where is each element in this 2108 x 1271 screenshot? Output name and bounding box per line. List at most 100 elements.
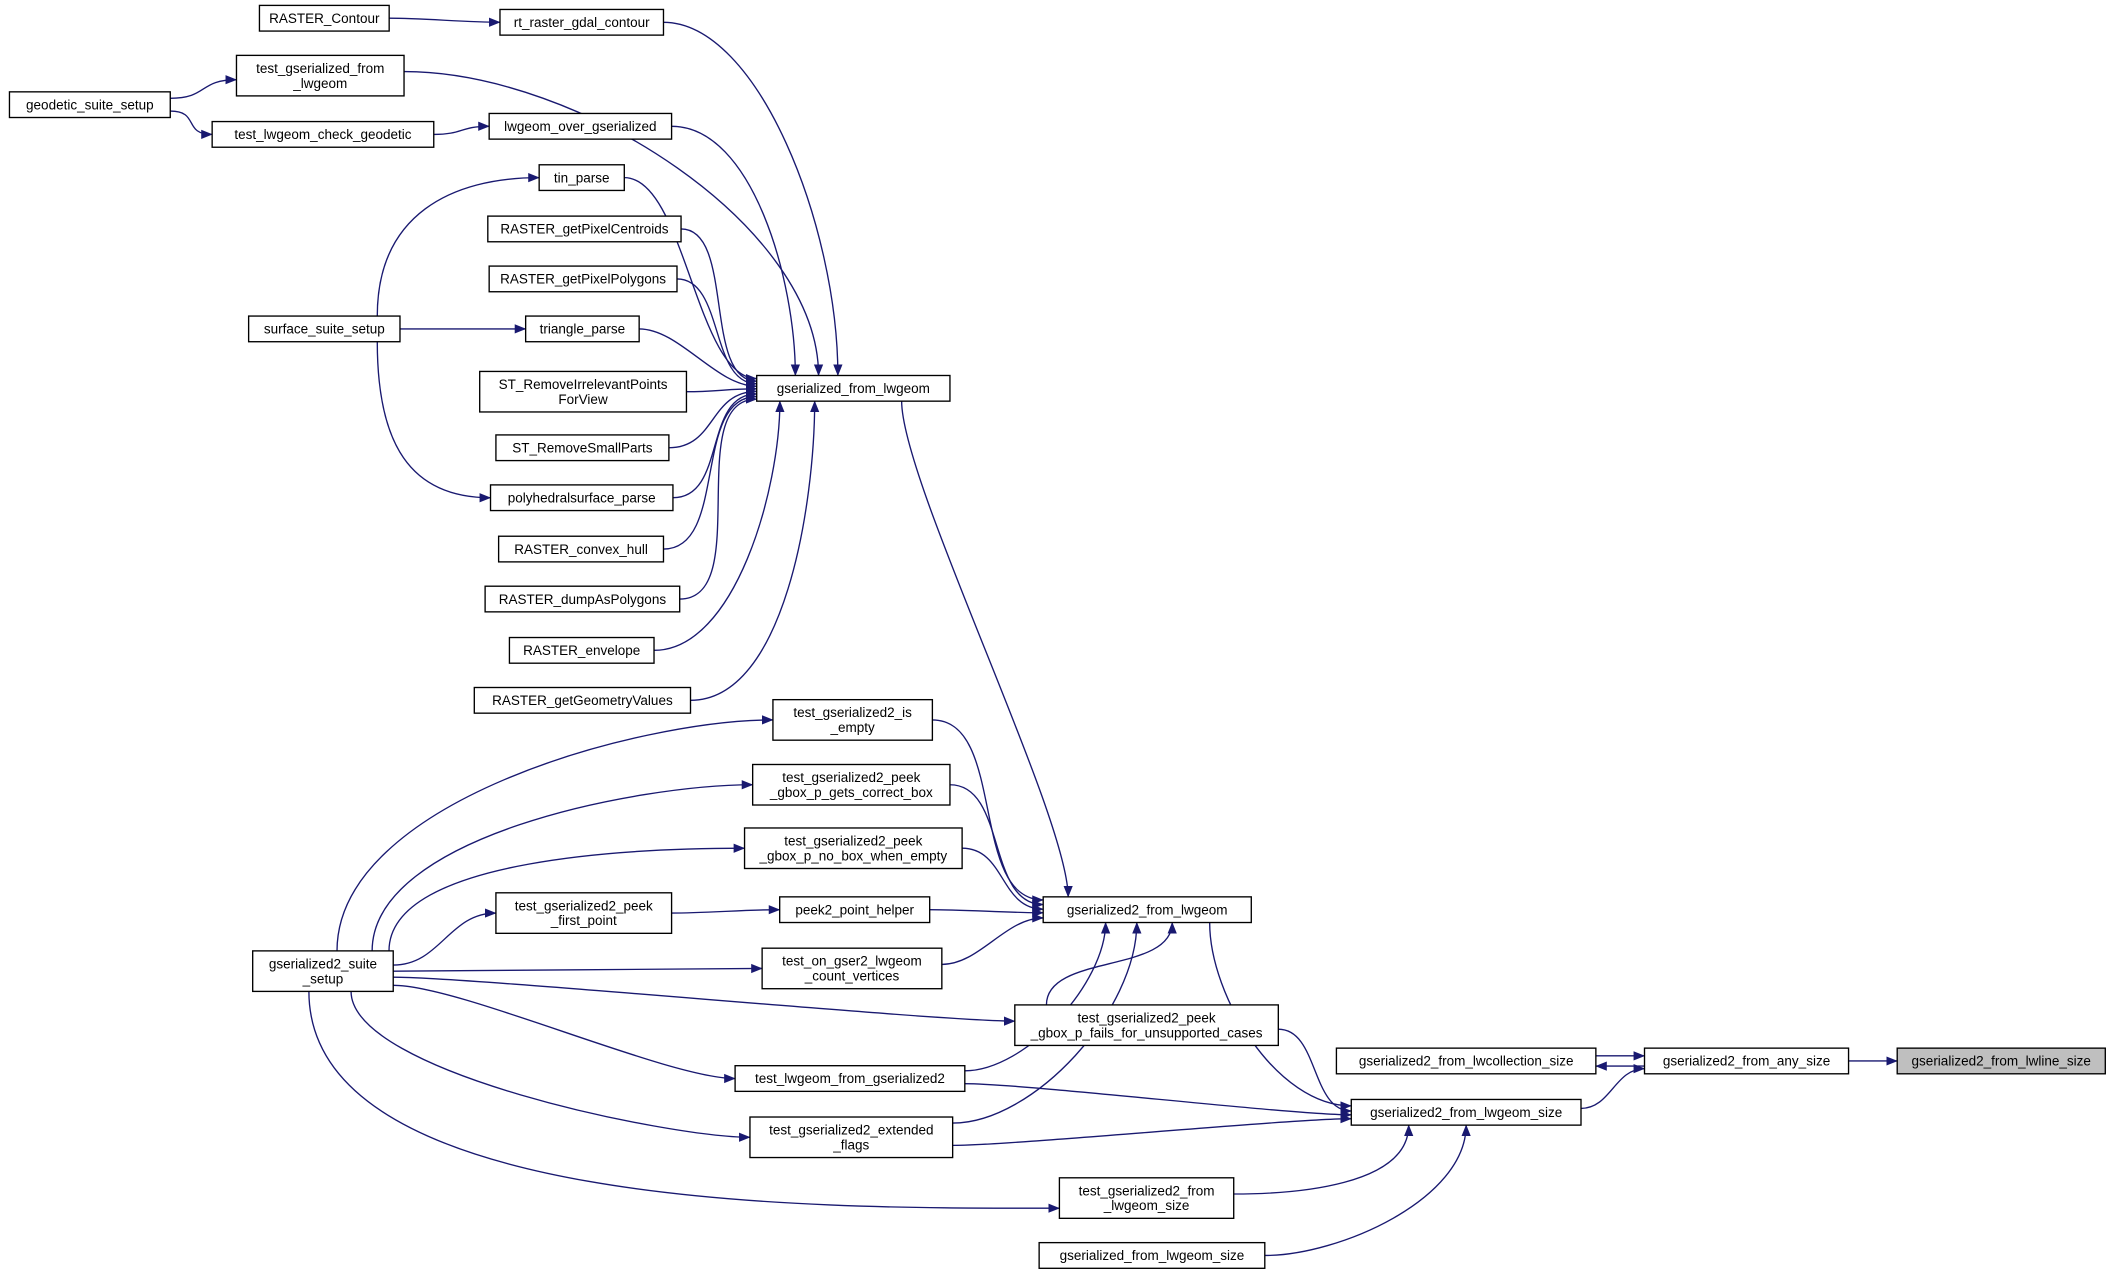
node-gserialized2_from_lwgeom_size[interactable]: gserialized2_from_lwgeom_size: [1350, 1098, 1582, 1126]
edge-surface_suite_setup-to-polyhedralsurface_parse: [376, 341, 492, 503]
edge-gserialized2_suite_setup-to-test_gserialized2_is_empty: [336, 715, 774, 951]
node-polyhedralsurface_parse[interactable]: polyhedralsurface_parse: [489, 484, 674, 512]
node-box: [1335, 1047, 1597, 1075]
node-label: triangle_parse: [540, 322, 626, 337]
node-test_gserialized2_peek_gbox_p_fails[interactable]: test_gserialized2_peek_gbox_p_fails_for_…: [1014, 1004, 1279, 1047]
node-surface_suite_setup[interactable]: surface_suite_setup: [247, 315, 401, 343]
node-box: [8, 91, 171, 119]
node-box: [211, 120, 435, 148]
node-gserialized2_from_lwgeom[interactable]: gserialized2_from_lwgeom: [1042, 896, 1252, 924]
edge-raster_envelope-to-gserialized_from_lwgeom: [654, 400, 785, 652]
edge-raster_getpixelcentroids-to-gserialized_from_lwgeom: [681, 228, 758, 386]
node-test_gserialized2_peek_gbox_p_no_box_when_empty[interactable]: test_gserialized2_peek_gbox_p_no_box_whe…: [743, 827, 963, 870]
node-box: [524, 315, 640, 343]
node-box: [495, 434, 670, 462]
edge-gserialized_from_lwgeom-to-gserialized2_from_lwgeom: [900, 401, 1073, 898]
edge-raster_getgeometryvalues-to-gserialized_from_lwgeom: [690, 400, 820, 702]
edge-gserialized2_suite_setup-to-test_gserialized2_peek_first_point: [393, 908, 497, 966]
node-gserialized_from_lwgeom_size[interactable]: gserialized_from_lwgeom_size: [1038, 1241, 1266, 1269]
node-layer: RASTER_Contour rt_raster_gdal_contourtest…: [8, 4, 2106, 1269]
edge-st_removeirrelevantpoints-to-gserialized_from_lwgeom: [686, 384, 758, 394]
node-box: [743, 827, 963, 870]
node-test_gserialized2_is_empty[interactable]: test_gserialized2_is_empty: [772, 698, 934, 741]
edge-polyhedralsurface_parse-to-gserialized_from_lwgeom: [672, 389, 758, 499]
node-label: test_gserialized2_from_lwgeom_size: [1079, 1183, 1215, 1213]
node-raster_getpixelpolygons[interactable]: RASTER_getPixelPolygons: [488, 265, 678, 293]
node-box: [734, 1065, 966, 1093]
node-label: test_gserialized2_peek_gbox_p_no_box_whe…: [758, 834, 947, 864]
edge-test_gserialized2_peek_gbox_p_fails-to-gserialized2_from_lwgeom: [1045, 921, 1177, 1005]
node-label: peek2_point_helper: [795, 902, 914, 917]
node-triangle_parse[interactable]: triangle_parse: [524, 315, 640, 343]
node-test_gserialized2_peek_gbox_p_gets_correct_box[interactable]: test_gserialized2_peek_gbox_p_gets_corre…: [751, 763, 951, 806]
node-gserialized2_from_lwcollection_size[interactable]: gserialized2_from_lwcollection_size: [1335, 1047, 1597, 1075]
node-test_gserialized_from_lwgeom[interactable]: test_gserialized_from_lwgeom: [235, 54, 405, 97]
node-raster_contour[interactable]: RASTER_Contour: [258, 4, 390, 32]
node-label: tin_parse: [554, 170, 610, 185]
node-gserialized2_suite_setup[interactable]: gserialized2_suite_setup: [252, 950, 394, 993]
node-box: [499, 8, 665, 36]
node-box: [1014, 1004, 1279, 1047]
node-raster_convex_hull[interactable]: RASTER_convex_hull: [497, 535, 665, 563]
node-gserialized_from_lwgeom[interactable]: gserialized_from_lwgeom: [756, 374, 951, 402]
node-box: [761, 947, 943, 990]
node-gserialized2_from_lwline_size[interactable]: gserialized2_from_lwline_size: [1896, 1047, 2106, 1075]
node-label: surface_suite_setup: [264, 322, 385, 337]
node-tin_parse[interactable]: tin_parse: [538, 164, 625, 192]
node-box: [1896, 1047, 2106, 1075]
node-geodetic_suite_setup[interactable]: geodetic_suite_setup: [8, 91, 171, 119]
node-test_gserialized2_peek_first_point[interactable]: test_gserialized2_peek_first_point: [495, 892, 673, 935]
edge-peek2_point_helper-to-gserialized2_from_lwgeom: [929, 908, 1044, 918]
node-raster_getpixelcentroids[interactable]: RASTER_getPixelCentroids: [487, 215, 682, 243]
edge-test_gserialized2_extended_flags-to-gserialized2_from_lwgeom_size: [952, 1114, 1352, 1147]
node-label: gserialized_from_lwgeom_size: [1060, 1248, 1245, 1263]
node-box: [252, 950, 394, 993]
edge-gserialized2_suite_setup-to-test_gserialized2_peek_gbox_p_fails: [393, 976, 1016, 1026]
node-box: [487, 215, 682, 243]
edge-gserialized2_suite_setup-to-test_gserialized2_peek_gbox_p_gets_correct_box: [371, 780, 754, 951]
node-rt_raster_gdal_contour[interactable]: rt_raster_gdal_contour: [499, 8, 665, 36]
edge-geodetic_suite_setup-to-test_gserialized_from_lwgeom: [170, 75, 238, 99]
edge-raster_contour-to-rt_raster_gdal_contour: [389, 17, 501, 27]
edge-geodetic_suite_setup-to-test_lwgeom_check_geodetic: [170, 110, 213, 140]
node-box: [779, 896, 931, 924]
node-test_gserialized2_from_lwgeom_size[interactable]: test_gserialized2_from_lwgeom_size: [1058, 1177, 1235, 1219]
node-box: [751, 763, 951, 806]
node-raster_envelope[interactable]: RASTER_envelope: [508, 636, 655, 664]
edge-test_gserialized2_from_lwgeom_size-to-gserialized2_from_lwgeom_size: [1233, 1124, 1414, 1195]
node-test_on_gser2_lwgeom_count_vertices[interactable]: test_on_gser2_lwgeom_count_vertices: [761, 947, 943, 990]
node-label: test_gserialized2_extended_flags: [769, 1123, 933, 1153]
edge-gserialized2_suite_setup-to-test_gserialized2_extended_flags: [350, 991, 751, 1142]
node-test_lwgeom_from_gserialized2[interactable]: test_lwgeom_from_gserialized2: [734, 1065, 966, 1093]
node-label: test_gserialized2_peek_first_point: [515, 898, 653, 928]
edge-test_gserialized2_peek_gbox_p_fails-to-gserialized2_from_lwgeom_size: [1278, 1028, 1352, 1116]
node-label: gserialized2_from_lwgeom: [1067, 902, 1228, 917]
node-gserialized2_from_any_size[interactable]: gserialized2_from_any_size: [1643, 1047, 1850, 1075]
node-lwgeom_over_gserialized[interactable]: lwgeom_over_gserialized: [488, 112, 673, 140]
edge-gserialized2_suite_setup-to-test_lwgeom_from_gserialized2: [393, 984, 736, 1084]
node-label: gserialized2_from_lwline_size: [1912, 1054, 2091, 1069]
node-raster_getgeometryvalues[interactable]: RASTER_getGeometryValues: [473, 686, 692, 714]
edge-surface_suite_setup-to-tin_parse: [376, 173, 540, 317]
edge-raster_dumpaspolygons-to-gserialized_from_lwgeom: [679, 394, 758, 600]
node-peek2_point_helper[interactable]: peek2_point_helper: [779, 896, 931, 924]
node-box: [258, 4, 390, 32]
edge-gserialized_from_lwgeom_size-to-gserialized2_from_lwgeom_size: [1264, 1124, 1471, 1257]
node-label: test_on_gser2_lwgeom_count_vertices: [782, 954, 922, 984]
node-label: RASTER_convex_hull: [514, 542, 648, 557]
node-box: [1350, 1098, 1582, 1126]
node-label: lwgeom_over_gserialized: [504, 119, 656, 134]
node-box: [495, 892, 673, 935]
node-raster_dumpaspolygons[interactable]: RASTER_dumpAsPolygons: [484, 585, 681, 613]
node-test_gserialized2_extended_flags[interactable]: test_gserialized2_extended_flags: [749, 1116, 954, 1159]
node-test_lwgeom_check_geodetic[interactable]: test_lwgeom_check_geodetic: [211, 120, 435, 148]
node-label: test_lwgeom_check_geodetic: [234, 127, 411, 142]
edge-test_gserialized2_peek_gbox_p_no_box_when_empty-to-gserialized2_from_lwgeom: [962, 847, 1044, 914]
node-label: gserialized2_suite_setup: [269, 956, 377, 986]
edge-gserialized2_suite_setup-to-test_gserialized2_peek_gbox_p_no_box_when_empty: [388, 843, 746, 951]
edge-test_gserialized2_peek_first_point-to-peek2_point_helper: [671, 905, 781, 915]
node-st_removesmallparts[interactable]: ST_RemoveSmallParts: [495, 434, 670, 462]
